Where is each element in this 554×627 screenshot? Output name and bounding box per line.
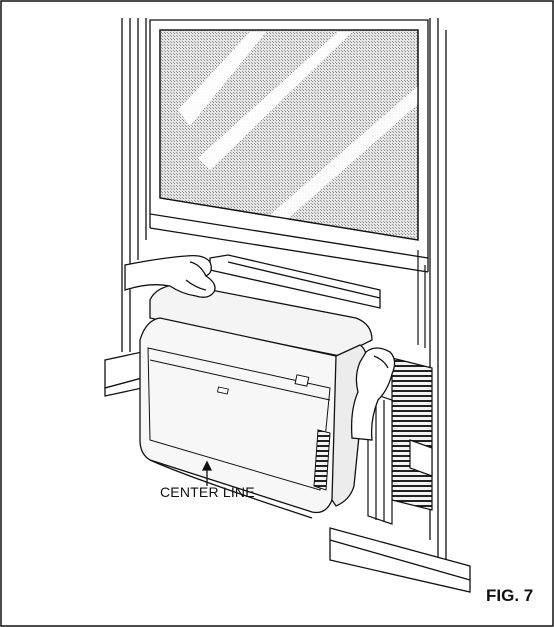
figure-number-label: FIG. 7	[486, 586, 534, 605]
side-panel	[367, 357, 433, 525]
window-channel	[417, 250, 426, 348]
left-hand	[124, 254, 216, 298]
window-sash	[149, 19, 429, 273]
air-conditioner-unit	[139, 283, 373, 519]
center-line-label: CENTER LINE	[160, 484, 255, 500]
window-frame	[121, 18, 447, 560]
center-line-arrow	[201, 460, 213, 486]
right-hand	[350, 347, 396, 441]
window-sill	[104, 351, 471, 593]
